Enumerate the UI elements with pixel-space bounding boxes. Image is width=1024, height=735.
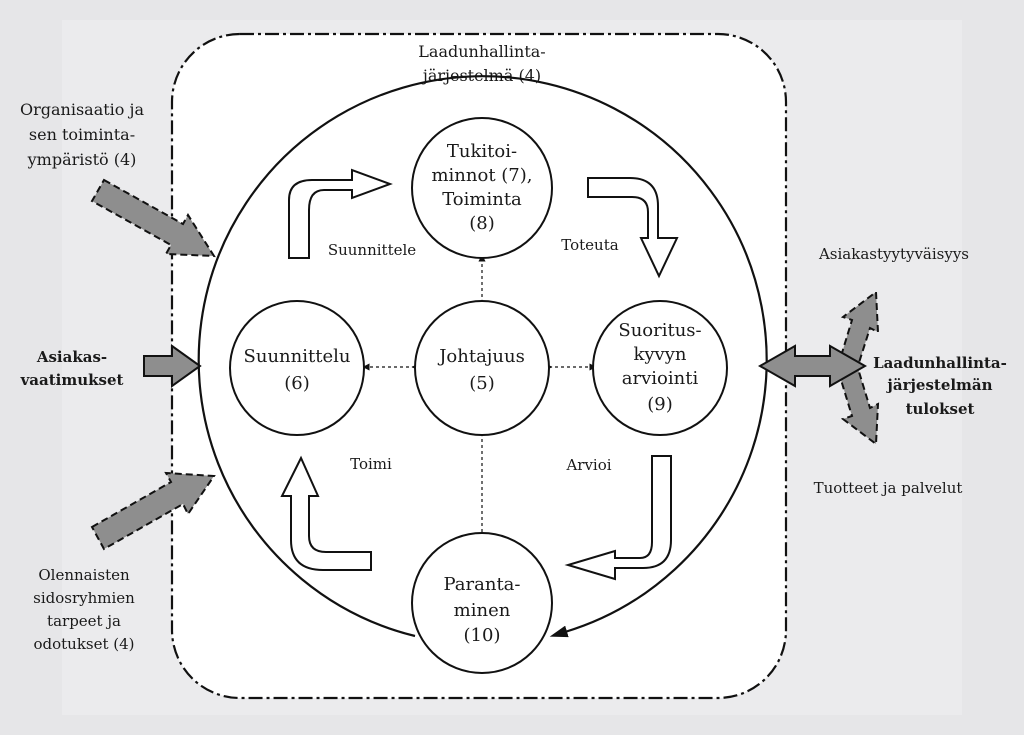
svg-text:vaatimukset: vaatimukset xyxy=(20,371,124,389)
input-label-customer: Asiakas- vaatimukset xyxy=(20,348,124,389)
input-label-organization: Organisaatio ja sen toiminta- ympäristö … xyxy=(20,100,144,169)
svg-text:sidosryhmien: sidosryhmien xyxy=(33,589,135,607)
input-arrow-customer xyxy=(143,344,202,388)
node-improvement: Paranta- minen (10) xyxy=(411,532,553,674)
node-leadership: Johtajuus (5) xyxy=(414,300,550,436)
input-arrow-organization xyxy=(90,178,216,258)
input-arrow-stakeholders xyxy=(90,471,216,551)
svg-text:Laadunhallinta-: Laadunhallinta- xyxy=(873,354,1007,372)
svg-text:(6): (6) xyxy=(284,373,310,394)
svg-text:(9): (9) xyxy=(647,394,673,415)
output-arrow-satisfaction xyxy=(836,290,880,374)
svg-text:Toiminta: Toiminta xyxy=(442,189,522,210)
svg-text:tarpeet ja: tarpeet ja xyxy=(47,612,121,630)
svg-text:(10): (10) xyxy=(464,625,501,646)
flow-arrow-plan xyxy=(288,168,393,259)
input-label-stakeholders: Olennaisten sidosryhmien tarpeet ja odot… xyxy=(33,566,135,653)
svg-text:järjestelmän: järjestelmän xyxy=(885,376,992,394)
svg-text:Asiakas-: Asiakas- xyxy=(36,348,107,366)
svg-text:odotukset (4): odotukset (4) xyxy=(33,635,134,653)
flow-arrow-act xyxy=(280,455,372,571)
flow-arrow-check xyxy=(564,455,672,581)
svg-text:(8): (8) xyxy=(469,213,495,234)
svg-text:Suoritus-: Suoritus- xyxy=(618,320,701,341)
flow-arrow-do xyxy=(587,177,679,279)
svg-text:Tukitoi-: Tukitoi- xyxy=(447,141,517,162)
output-label-results: Laadunhallinta- järjestelmän tulokset xyxy=(873,354,1007,418)
output-label-satisfaction: Asiakastyytyväisyys xyxy=(818,245,969,263)
output-label-products: Tuotteet ja palvelut xyxy=(814,479,963,497)
svg-text:(5): (5) xyxy=(469,373,495,394)
svg-text:Olennaisten: Olennaisten xyxy=(38,566,130,584)
svg-text:Suunnittelu: Suunnittelu xyxy=(244,346,351,367)
svg-text:Organisaatio ja: Organisaatio ja xyxy=(20,100,144,119)
svg-text:Johtajuus: Johtajuus xyxy=(437,346,525,367)
svg-text:Paranta-: Paranta- xyxy=(443,574,520,595)
node-evaluation: Suoritus- kyvyn arviointi (9) xyxy=(592,300,728,436)
svg-text:minnot (7),: minnot (7), xyxy=(431,165,532,186)
svg-text:arviointi: arviointi xyxy=(622,368,699,389)
node-planning: Suunnittelu (6) xyxy=(229,300,365,436)
output-arrow-results xyxy=(757,344,868,388)
svg-text:minen: minen xyxy=(454,600,511,621)
svg-text:tulokset: tulokset xyxy=(906,400,975,418)
cycle-label-plan: Suunnittele xyxy=(328,241,416,259)
system-title-line1: Laadunhallinta- xyxy=(418,42,545,61)
svg-text:ympäristö (4): ympäristö (4) xyxy=(27,150,137,169)
svg-text:sen toiminta-: sen toiminta- xyxy=(29,125,135,144)
cycle-arrow xyxy=(197,75,768,638)
cycle-label-do: Toteuta xyxy=(561,236,618,254)
cycle-label-act: Toimi xyxy=(350,455,392,473)
svg-text:kyvyn: kyvyn xyxy=(633,344,686,365)
cycle-label-check: Arvioi xyxy=(565,456,611,474)
node-support: Tukitoi- minnot (7), Toiminta (8) xyxy=(411,117,553,259)
